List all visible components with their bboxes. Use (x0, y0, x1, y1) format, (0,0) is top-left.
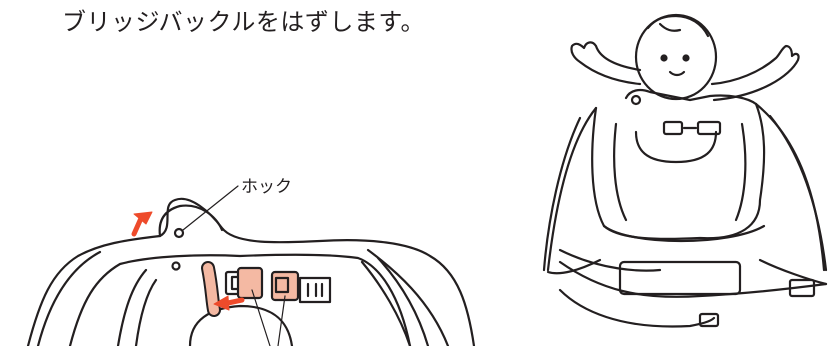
waist-panel (618, 260, 742, 296)
left-arrow (213, 295, 245, 311)
head-support (624, 88, 758, 106)
overview-buckle-left (662, 120, 684, 136)
buckle-frame-right (298, 276, 332, 304)
baby-leg-right (758, 258, 828, 286)
waist-buckle (788, 278, 816, 298)
right-shoulder-strap (366, 248, 450, 346)
up-arrow (131, 211, 153, 237)
overview-strap-right (754, 102, 826, 272)
baby-eye-right (682, 54, 690, 62)
overview-buckle-right (696, 120, 722, 136)
hook-leader-line (182, 185, 239, 231)
hook-callout-label: ホック (241, 177, 292, 197)
baby-eye-left (660, 54, 668, 62)
baby-arm-left (570, 41, 642, 86)
carrier-body (591, 102, 766, 241)
strap-end-buckle (698, 312, 720, 328)
overview-strap-left (546, 106, 598, 272)
baby-mouth (668, 70, 686, 77)
instruction-text: ブリッジバックルをはずします。 (62, 8, 425, 36)
waist-belt (602, 224, 766, 243)
inner-panel-outline (68, 253, 412, 346)
hook-rivet (173, 227, 185, 239)
hook-tab (158, 204, 224, 238)
bridge-buckle-left (236, 266, 264, 300)
left-shoulder-strap (36, 250, 102, 346)
baby-leg-left (546, 258, 602, 275)
closeup-view (26, 185, 476, 346)
dangling-strap (558, 288, 716, 328)
overview-baby-carrier (542, 13, 828, 328)
baby-arm-right (710, 44, 800, 102)
